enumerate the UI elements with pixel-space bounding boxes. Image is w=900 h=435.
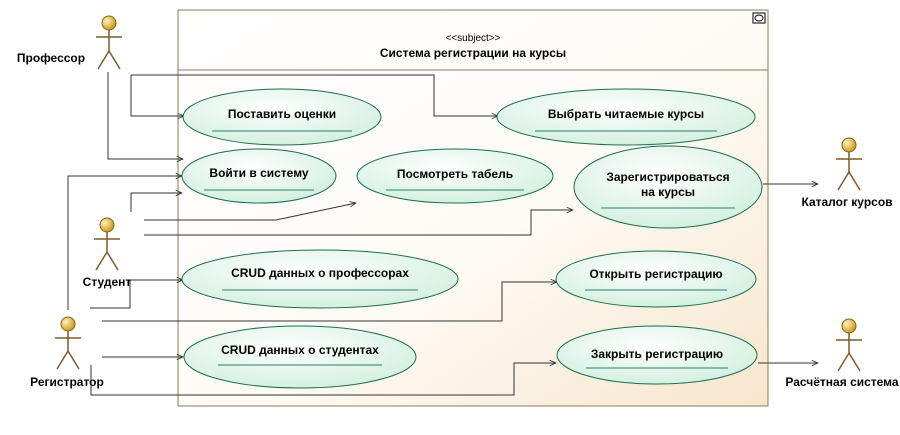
catalog-figure-icon [836, 137, 862, 191]
assoc-professor-grade [130, 75, 184, 116]
use-case-grade[interactable]: Поставить оценки [182, 88, 382, 146]
actor-registrar-label: Регистратор [30, 375, 104, 389]
actor-student[interactable]: Студент [83, 217, 132, 289]
assoc-registrar-login [67, 176, 182, 310]
system-stereotype: <<subject>> [445, 33, 500, 44]
use-case-register-label-line2: на курсы [641, 185, 695, 199]
assoc-professor-choose [131, 74, 498, 116]
actor-registrar[interactable]: Регистратор [30, 316, 104, 389]
use-case-crud-students[interactable]: CRUD данных о студентах [183, 325, 417, 389]
assoc-student-register [144, 210, 573, 236]
actor-billing[interactable]: Расчётная система [785, 318, 899, 389]
subject-icon-ellipse [754, 14, 764, 22]
actor-billing-label: Расчётная система [785, 375, 898, 389]
use-case-login-label: Войти в систему [209, 166, 309, 180]
use-case-open-registration[interactable]: Открыть регистрацию [555, 250, 757, 308]
use-case-choose-courses-label: Выбрать читаемые курсы [548, 107, 704, 121]
system-title: Система регистрации на курсы [380, 46, 566, 60]
assoc-professor-login [107, 72, 183, 159]
assoc-registrar-close [90, 363, 556, 396]
use-case-close-registration-label: Закрыть регистрацию [591, 347, 723, 361]
registrar-figure-icon [55, 316, 81, 370]
actor-student-label: Студент [83, 275, 132, 289]
use-case-close-registration[interactable]: Закрыть регистрацию [556, 325, 758, 385]
use-case-register-label-line1: Зарегистрироваться [606, 170, 729, 184]
use-case-view-grades-label: Посмотреть табель [397, 167, 513, 181]
actor-catalog[interactable]: Каталог курсов [801, 137, 893, 209]
associations [67, 72, 818, 396]
use-case-crud-professors-label: CRUD данных о профессорах [231, 266, 409, 280]
assoc-registrar-open [102, 282, 557, 322]
use-case-register[interactable]: Зарегистрироваться на курсы [573, 145, 763, 229]
assoc-student-view [144, 203, 356, 221]
professor-figure-icon [96, 15, 122, 70]
use-case-login[interactable]: Войти в систему [181, 148, 337, 204]
use-case-crud-students-label: CRUD данных о студентах [221, 343, 379, 357]
student-figure-icon [94, 217, 120, 271]
use-case-choose-courses[interactable]: Выбрать читаемые курсы [496, 88, 756, 146]
subject-icon [752, 12, 766, 24]
assoc-registrar-crud-professors [90, 280, 183, 309]
use-case-open-registration-label: Открыть регистрацию [589, 267, 722, 281]
actor-professor-label: Профессор [17, 51, 85, 65]
use-case-grade-label: Поставить оценки [228, 107, 336, 121]
use-case-crud-professors[interactable]: CRUD данных о профессорах [181, 249, 459, 309]
use-case-view-grades[interactable]: Посмотреть табель [356, 148, 554, 204]
actor-catalog-label: Каталог курсов [801, 195, 892, 209]
assoc-student-login [130, 193, 182, 212]
billing-figure-icon [836, 318, 862, 372]
actor-professor[interactable]: Профессор [17, 15, 122, 70]
